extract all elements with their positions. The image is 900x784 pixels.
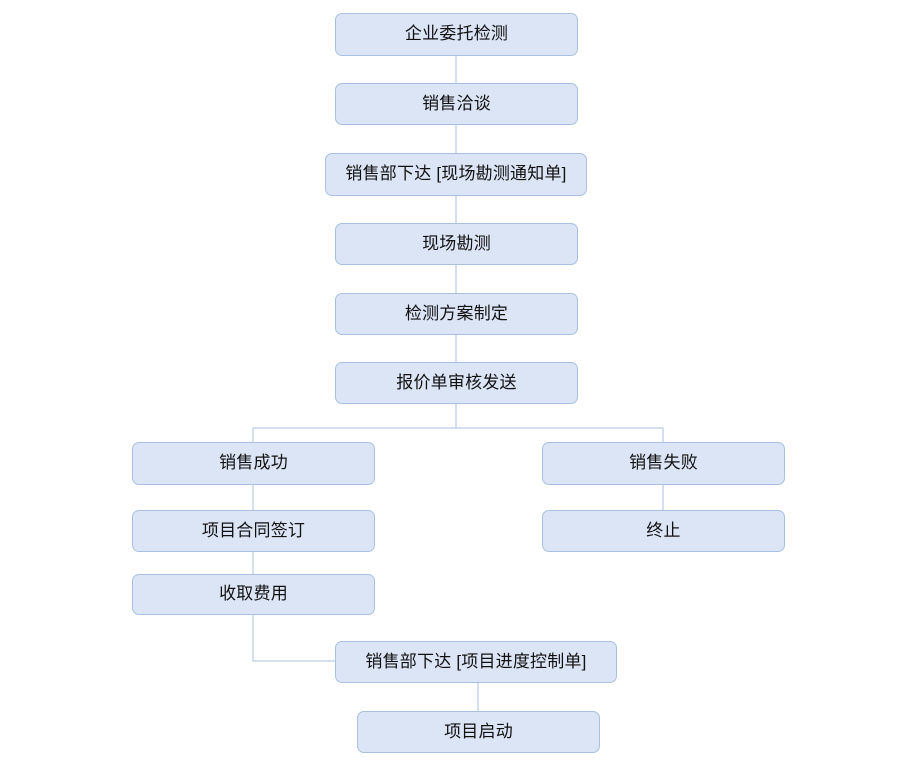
connector-n6-to-n8 xyxy=(455,404,664,442)
flow-node-label: 报价单审核发送 xyxy=(396,372,517,392)
flow-node-label: 销售洽谈 xyxy=(422,93,491,113)
flow-node-n12[interactable]: 销售部下达 [项目进度控制单] xyxy=(335,641,617,683)
flow-node-n1[interactable]: 企业委托检测 xyxy=(335,13,578,56)
flow-node-n2[interactable]: 销售洽谈 xyxy=(335,83,578,125)
flow-node-n10[interactable]: 终止 xyxy=(542,510,785,552)
flow-node-label: 企业委托检测 xyxy=(404,24,509,44)
flow-node-n9[interactable]: 项目合同签订 xyxy=(132,510,375,552)
flow-node-label: 销售失败 xyxy=(629,453,698,473)
flow-node-label: 销售部下达 [现场勘测通知单] xyxy=(345,164,567,184)
flow-node-n4[interactable]: 现场勘测 xyxy=(335,223,578,265)
flow-node-n3[interactable]: 销售部下达 [现场勘测通知单] xyxy=(325,153,587,196)
flow-node-n8[interactable]: 销售失败 xyxy=(542,442,785,485)
flow-node-label: 销售部下达 [项目进度控制单] xyxy=(365,651,587,671)
flow-node-n5[interactable]: 检测方案制定 xyxy=(335,293,578,335)
flow-node-label: 现场勘测 xyxy=(422,233,491,253)
flow-node-n11[interactable]: 收取费用 xyxy=(132,574,375,615)
flow-node-label: 销售成功 xyxy=(219,453,288,473)
flow-node-label: 检测方案制定 xyxy=(404,303,509,323)
flow-node-n7[interactable]: 销售成功 xyxy=(132,442,375,485)
flow-node-label: 终止 xyxy=(646,520,681,540)
flow-node-label: 项目合同签订 xyxy=(201,520,306,540)
connector-n11-to-n12 xyxy=(252,615,335,662)
flow-node-n13[interactable]: 项目启动 xyxy=(357,711,600,753)
connector-n6-to-n7 xyxy=(252,404,457,442)
flow-node-label: 收取费用 xyxy=(219,584,288,604)
flow-node-n6[interactable]: 报价单审核发送 xyxy=(335,362,578,404)
flow-node-label: 项目启动 xyxy=(444,721,513,741)
